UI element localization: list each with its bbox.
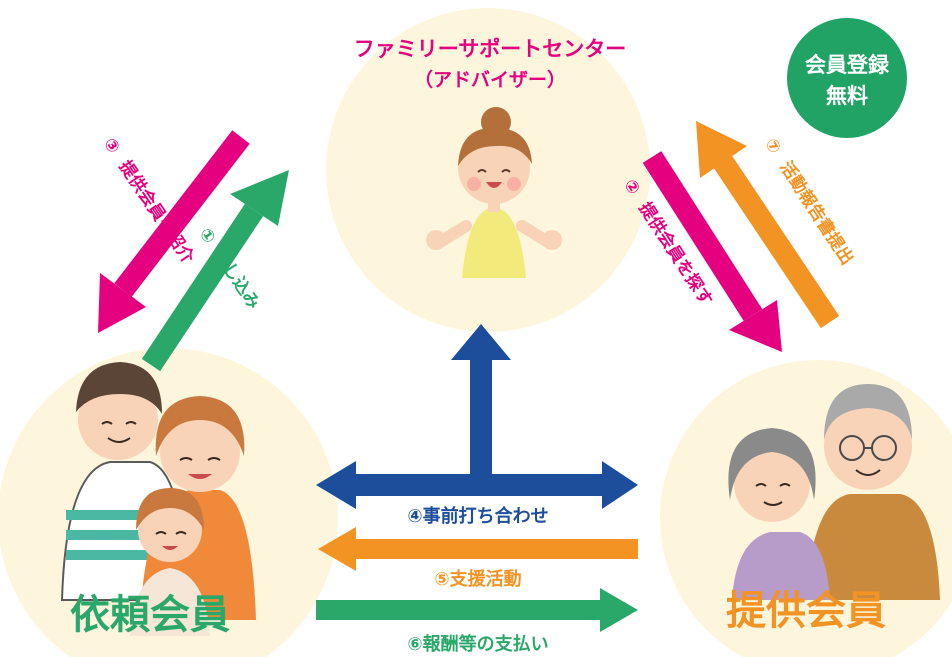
arrow-6-payment <box>316 588 638 632</box>
requester-label: 依頼会員 <box>70 592 230 638</box>
family-illustration <box>60 362 256 636</box>
free-registration-badge <box>787 18 907 138</box>
step-5-label: ⑤支援活動 <box>434 568 521 590</box>
arrow-2-search-provider <box>642 151 782 352</box>
arrow-4-pre-meeting <box>316 324 638 509</box>
center-title: ファミリーサポートセンター <box>354 37 627 61</box>
advisor-illustration <box>426 107 562 278</box>
step-7-num: ⑦ <box>760 135 785 158</box>
center-subtitle: （アドバイザー） <box>414 68 566 91</box>
step-1-num: ① <box>195 225 220 248</box>
arrow-3-introduce-provider <box>98 130 250 333</box>
arrow-1-application <box>141 170 289 372</box>
badge-line2: 無料 <box>826 84 868 108</box>
step-6-label: ⑥報酬等の支払い <box>407 633 548 655</box>
step-4-label: ④事前打ち合わせ <box>407 505 548 527</box>
arrow-5-support-activity <box>318 527 638 571</box>
step-3-num: ③ <box>99 134 124 157</box>
badge-line1: 会員登録 <box>805 53 890 77</box>
arrow-7-activity-report <box>696 121 840 329</box>
provider-couple-illustration <box>728 384 940 600</box>
provider-label: 提供会員 <box>726 588 886 634</box>
